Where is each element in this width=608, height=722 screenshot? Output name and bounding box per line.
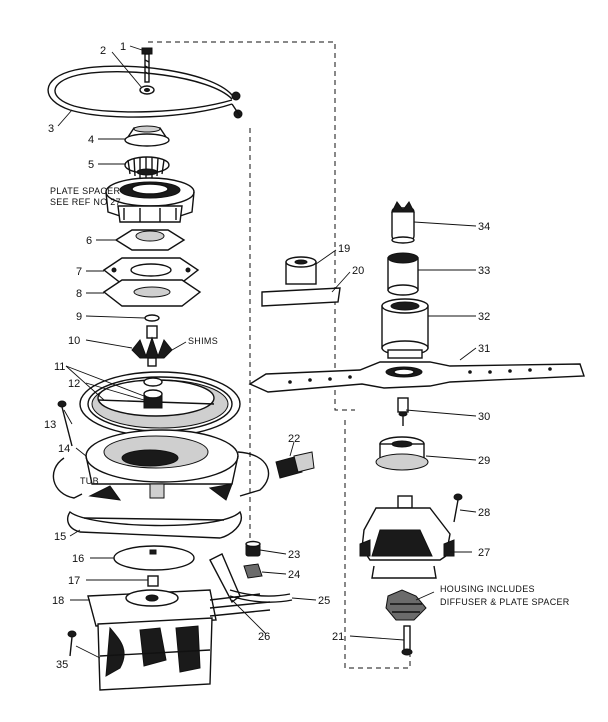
notes: PLATE SPACER SEE REF NO 27 SHIMS TUB HOU… — [50, 186, 570, 607]
callout-30: 30 — [478, 411, 490, 423]
part-20-bar — [261, 287, 341, 307]
callout-18: 18 — [52, 595, 64, 607]
callout-28: 28 — [478, 507, 490, 519]
callout-19: 19 — [338, 243, 350, 255]
part-32-tower — [381, 298, 429, 359]
part-31-spray-arm — [248, 361, 585, 393]
part-27-housing — [359, 495, 455, 579]
part-33-collar — [387, 252, 419, 296]
part-26-bracket — [209, 553, 241, 604]
part-9-o-ring — [144, 314, 160, 322]
part-18-motor — [87, 589, 271, 691]
note-plate-spacer-line1: PLATE SPACER — [50, 186, 120, 196]
part-29-bearing-housing — [375, 436, 429, 471]
callout-26: 26 — [258, 631, 270, 643]
part-28-screw — [453, 493, 463, 523]
part-17-coupling — [147, 575, 159, 587]
callout-1: 1 — [120, 41, 126, 53]
part-7-gasket — [102, 257, 200, 285]
part-16-plate — [113, 545, 195, 571]
callout-6: 6 — [86, 235, 92, 247]
callout-32: 32 — [478, 311, 490, 323]
part-19-bearing — [285, 256, 317, 285]
part-25-wires — [229, 589, 293, 603]
note-tub: TUB — [80, 476, 99, 486]
callout-20: 20 — [352, 265, 364, 277]
callout-7: 7 — [76, 266, 82, 278]
callout-17: 17 — [68, 575, 80, 587]
callout-5: 5 — [88, 159, 94, 171]
part-2-washer — [139, 85, 155, 95]
part-10-drive-impeller — [131, 325, 173, 367]
part-8-plate — [102, 279, 202, 307]
callout-12: 12 — [68, 378, 80, 390]
callout-16: 16 — [72, 553, 84, 565]
callout-35: 35 — [56, 659, 68, 671]
part-23-spacer — [245, 540, 261, 557]
part-5-impeller — [124, 156, 170, 178]
callout-31: 31 — [478, 343, 490, 355]
tub-section — [52, 451, 270, 501]
part-diffuser — [385, 589, 427, 621]
part-4-cap — [124, 125, 170, 147]
part-13-screw — [57, 400, 73, 447]
callout-10: 10 — [68, 335, 80, 347]
part-35-screw — [67, 630, 77, 657]
callout-27: 27 — [478, 547, 490, 559]
part-6-manifold — [114, 229, 186, 251]
callout-22: 22 — [288, 433, 300, 445]
callout-33: 33 — [478, 265, 490, 277]
part-30-stud — [397, 397, 409, 426]
callout-3: 3 — [48, 123, 54, 135]
callout-4: 4 — [88, 134, 94, 146]
callout-2: 2 — [100, 45, 106, 57]
callout-11: 11 — [54, 361, 65, 373]
callout-23: 23 — [288, 549, 300, 561]
part-1-bolt — [141, 47, 153, 83]
note-plate-spacer-line2: SEE REF NO 27 — [50, 197, 121, 207]
part-14-sump — [85, 429, 239, 499]
part-22-clip — [275, 451, 315, 479]
part-34-top-cap — [391, 201, 415, 244]
plate-spacer — [105, 177, 195, 223]
callout-24: 24 — [288, 569, 300, 581]
part-15-gasket — [67, 510, 242, 539]
callout-21: 21 — [332, 631, 344, 643]
callout-8: 8 — [76, 288, 82, 300]
callout-13: 13 — [44, 419, 56, 431]
alignment-lines — [148, 41, 411, 669]
part-12-hub — [143, 377, 163, 409]
part-24-nut — [243, 563, 263, 579]
callout-9: 9 — [76, 311, 82, 323]
part-3-heater-loop — [47, 65, 243, 119]
note-housing-line2: DIFFUSER & PLATE SPACER — [440, 597, 570, 607]
callout-34: 34 — [478, 221, 490, 233]
part-21-screw — [401, 625, 413, 656]
callout-15: 15 — [54, 531, 66, 543]
note-housing-line1: HOUSING INCLUDES — [440, 584, 535, 594]
callout-14: 14 — [58, 443, 70, 455]
callout-labels: 1 2 3 4 5 6 7 8 9 10 11 12 13 14 15 16 1… — [44, 41, 490, 671]
leader-lines — [57, 45, 477, 659]
callout-25: 25 — [318, 595, 330, 607]
callout-29: 29 — [478, 455, 490, 467]
note-shims: SHIMS — [188, 336, 218, 346]
